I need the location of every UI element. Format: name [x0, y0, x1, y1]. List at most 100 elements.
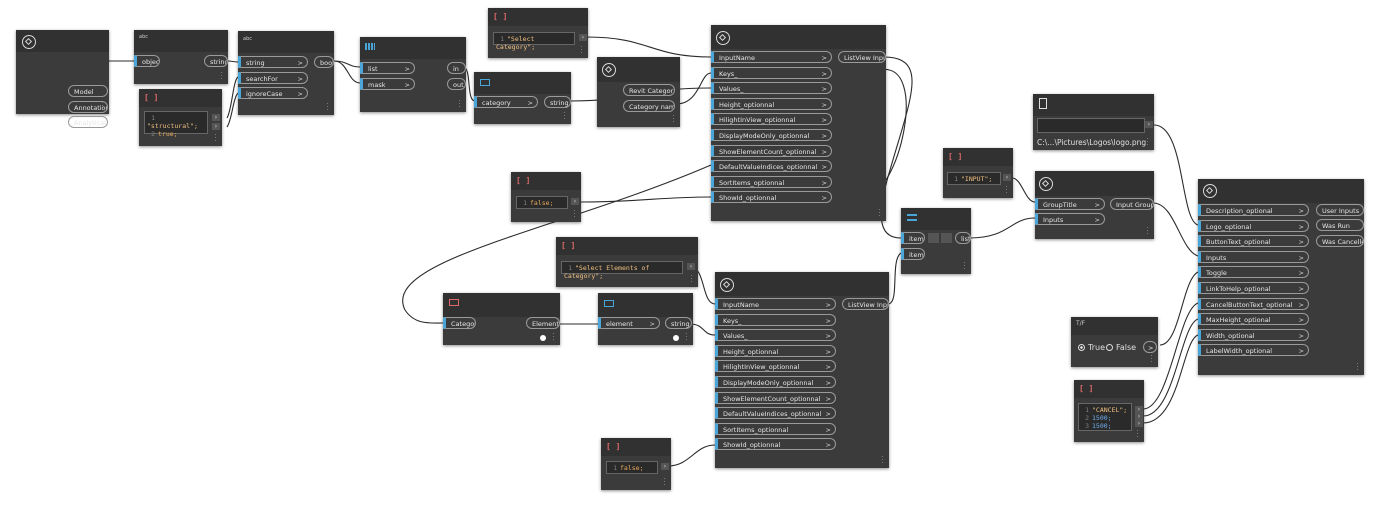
- input-port[interactable]: SortItems_optionnal>: [711, 175, 832, 188]
- code-editor[interactable]: 1"Select Category";: [493, 32, 575, 51]
- output-port[interactable]: ›: [212, 114, 220, 121]
- port-user-inputs[interactable]: User Inputs: [1316, 204, 1364, 216]
- port-group-title[interactable]: GroupTitle>: [1035, 198, 1105, 210]
- input-port[interactable]: Logo_optional>: [1198, 219, 1309, 232]
- input-port[interactable]: DefaultValueIndices_optionnal>: [711, 160, 832, 173]
- input-port[interactable]: SortItems_optionnal>: [715, 422, 836, 435]
- input-port[interactable]: HilightInView_optionnal>: [711, 113, 832, 126]
- port-searchfor[interactable]: searchFor>: [238, 72, 308, 84]
- more-icon[interactable]: ···: [573, 207, 576, 221]
- input-port[interactable]: CancelButtonText_optional>: [1198, 297, 1309, 310]
- more-icon[interactable]: ···: [1146, 135, 1149, 149]
- more-icon[interactable]: ···: [663, 475, 666, 489]
- port-elements[interactable]: Elements: [526, 317, 560, 329]
- input-port[interactable]: Toggle>: [1198, 266, 1309, 279]
- input-port[interactable]: Height_optionnal>: [711, 97, 832, 110]
- category-option[interactable]: Annotation: [68, 101, 108, 113]
- port-bool[interactable]: bool: [314, 56, 334, 68]
- input-port[interactable]: Width_optional>: [1198, 328, 1309, 341]
- input-port[interactable]: ShowElementCount_optionnal>: [715, 391, 836, 404]
- more-icon[interactable]: ···: [963, 259, 966, 273]
- input-port[interactable]: ShowId_optionnal>: [711, 191, 832, 204]
- port-element[interactable]: element>: [598, 317, 660, 329]
- input-port[interactable]: MaxHeight_optional>: [1198, 313, 1309, 326]
- input-port[interactable]: Keys_>: [715, 313, 836, 326]
- port-listview-input[interactable]: ListView Input: [838, 51, 886, 63]
- more-icon[interactable]: ···: [552, 330, 555, 344]
- input-port[interactable]: Description_optional>: [1198, 204, 1309, 216]
- port-mask[interactable]: mask>: [360, 78, 415, 90]
- port-object[interactable]: object: [134, 55, 160, 67]
- input-group-node[interactable]: GroupTitle> Inputs> Input Group ···: [1035, 171, 1154, 239]
- input-port[interactable]: ShowId_optionnal>: [715, 438, 836, 451]
- port-item1[interactable]: item1: [901, 248, 925, 260]
- output-port[interactable]: ›: [1135, 420, 1143, 427]
- more-icon[interactable]: ···: [672, 112, 675, 126]
- output-port[interactable]: ›: [687, 263, 695, 270]
- output-port[interactable]: ›: [571, 198, 579, 205]
- more-icon[interactable]: ···: [685, 330, 688, 344]
- more-icon[interactable]: ···: [1146, 224, 1149, 238]
- code-editor[interactable]: 1"INPUT";: [947, 172, 1001, 185]
- input-port[interactable]: DisplayModeOnly_optionnal>: [715, 376, 836, 388]
- port-string[interactable]: string>: [238, 56, 308, 68]
- category-node[interactable]: category> string ···: [474, 72, 571, 124]
- more-icon[interactable]: ···: [214, 131, 217, 145]
- input-port[interactable]: Height_optionnal>: [715, 344, 836, 357]
- revit-categories-node[interactable]: Revit Categories Category name(s) ···: [597, 57, 680, 127]
- port-was-run[interactable]: Was Run: [1316, 219, 1364, 231]
- port-inputs[interactable]: Inputs>: [1035, 213, 1105, 225]
- output-port[interactable]: ›: [579, 34, 587, 41]
- more-icon[interactable]: ···: [220, 69, 223, 83]
- more-icon[interactable]: ···: [326, 100, 329, 114]
- output-port[interactable]: ›: [212, 123, 220, 130]
- code-block-select-category[interactable]: [ ] 1"Select Category"; › ···: [488, 8, 588, 58]
- input-port[interactable]: DefaultValueIndices_optionnal>: [715, 407, 836, 420]
- input-port[interactable]: DisplayModeOnly_optionnal>: [711, 129, 832, 141]
- input-port[interactable]: Values_>: [715, 329, 836, 342]
- input-port[interactable]: Inputs>: [1198, 250, 1309, 263]
- port-out[interactable]: out: [447, 78, 466, 90]
- port-category[interactable]: category>: [474, 96, 538, 108]
- input-port[interactable]: InputName>: [711, 51, 832, 63]
- input-port[interactable]: LabelWidth_optional>: [1198, 344, 1309, 357]
- more-icon[interactable]: ···: [1356, 360, 1359, 374]
- string-contains-node[interactable]: abc string> searchFor> ignoreCase> bool …: [238, 31, 334, 115]
- more-icon[interactable]: ···: [878, 206, 881, 220]
- port-string[interactable]: string: [665, 317, 692, 329]
- input-port[interactable]: Keys_>: [711, 66, 832, 79]
- more-icon[interactable]: ···: [690, 272, 693, 286]
- input-port[interactable]: ShowElementCount_optionnal>: [711, 144, 832, 157]
- port-list[interactable]: list>: [360, 62, 415, 74]
- more-icon[interactable]: ···: [1136, 427, 1139, 441]
- output-port[interactable]: ›: [1135, 413, 1143, 420]
- file-path-browse[interactable]: [1037, 118, 1145, 133]
- more-icon[interactable]: ···: [563, 109, 566, 123]
- more-icon[interactable]: ···: [1005, 183, 1008, 197]
- code-block-input[interactable]: [ ] 1"INPUT"; › ···: [943, 148, 1013, 198]
- true-radio[interactable]: [1078, 344, 1085, 351]
- more-icon[interactable]: ···: [1150, 352, 1153, 366]
- more-icon[interactable]: ···: [458, 97, 461, 111]
- list-create-node[interactable]: item0 item1 list ···: [901, 208, 971, 274]
- listview-input-node-2[interactable]: InputName> Keys_> Values_> Height_optionnal…: [715, 272, 889, 468]
- code-block-select-elements[interactable]: [ ] 1"Select Elements of Category"; › ··…: [556, 237, 698, 287]
- port-category-names[interactable]: Category name(s): [623, 100, 675, 112]
- port-category[interactable]: Category: [443, 317, 476, 329]
- code-editor[interactable]: 1"Select Elements of Category";: [561, 261, 683, 280]
- input-port[interactable]: LinkToHelp_optional>: [1198, 282, 1309, 294]
- input-port[interactable]: Values_>: [711, 82, 832, 95]
- more-icon[interactable]: ···: [101, 99, 104, 113]
- category-option[interactable]: Analytical: [68, 116, 108, 128]
- more-icon[interactable]: ···: [580, 43, 583, 57]
- categories-node[interactable]: Model Annotation Analytical ···: [16, 30, 109, 128]
- input-port[interactable]: InputName>: [715, 298, 836, 310]
- port-item0[interactable]: item0: [901, 232, 925, 244]
